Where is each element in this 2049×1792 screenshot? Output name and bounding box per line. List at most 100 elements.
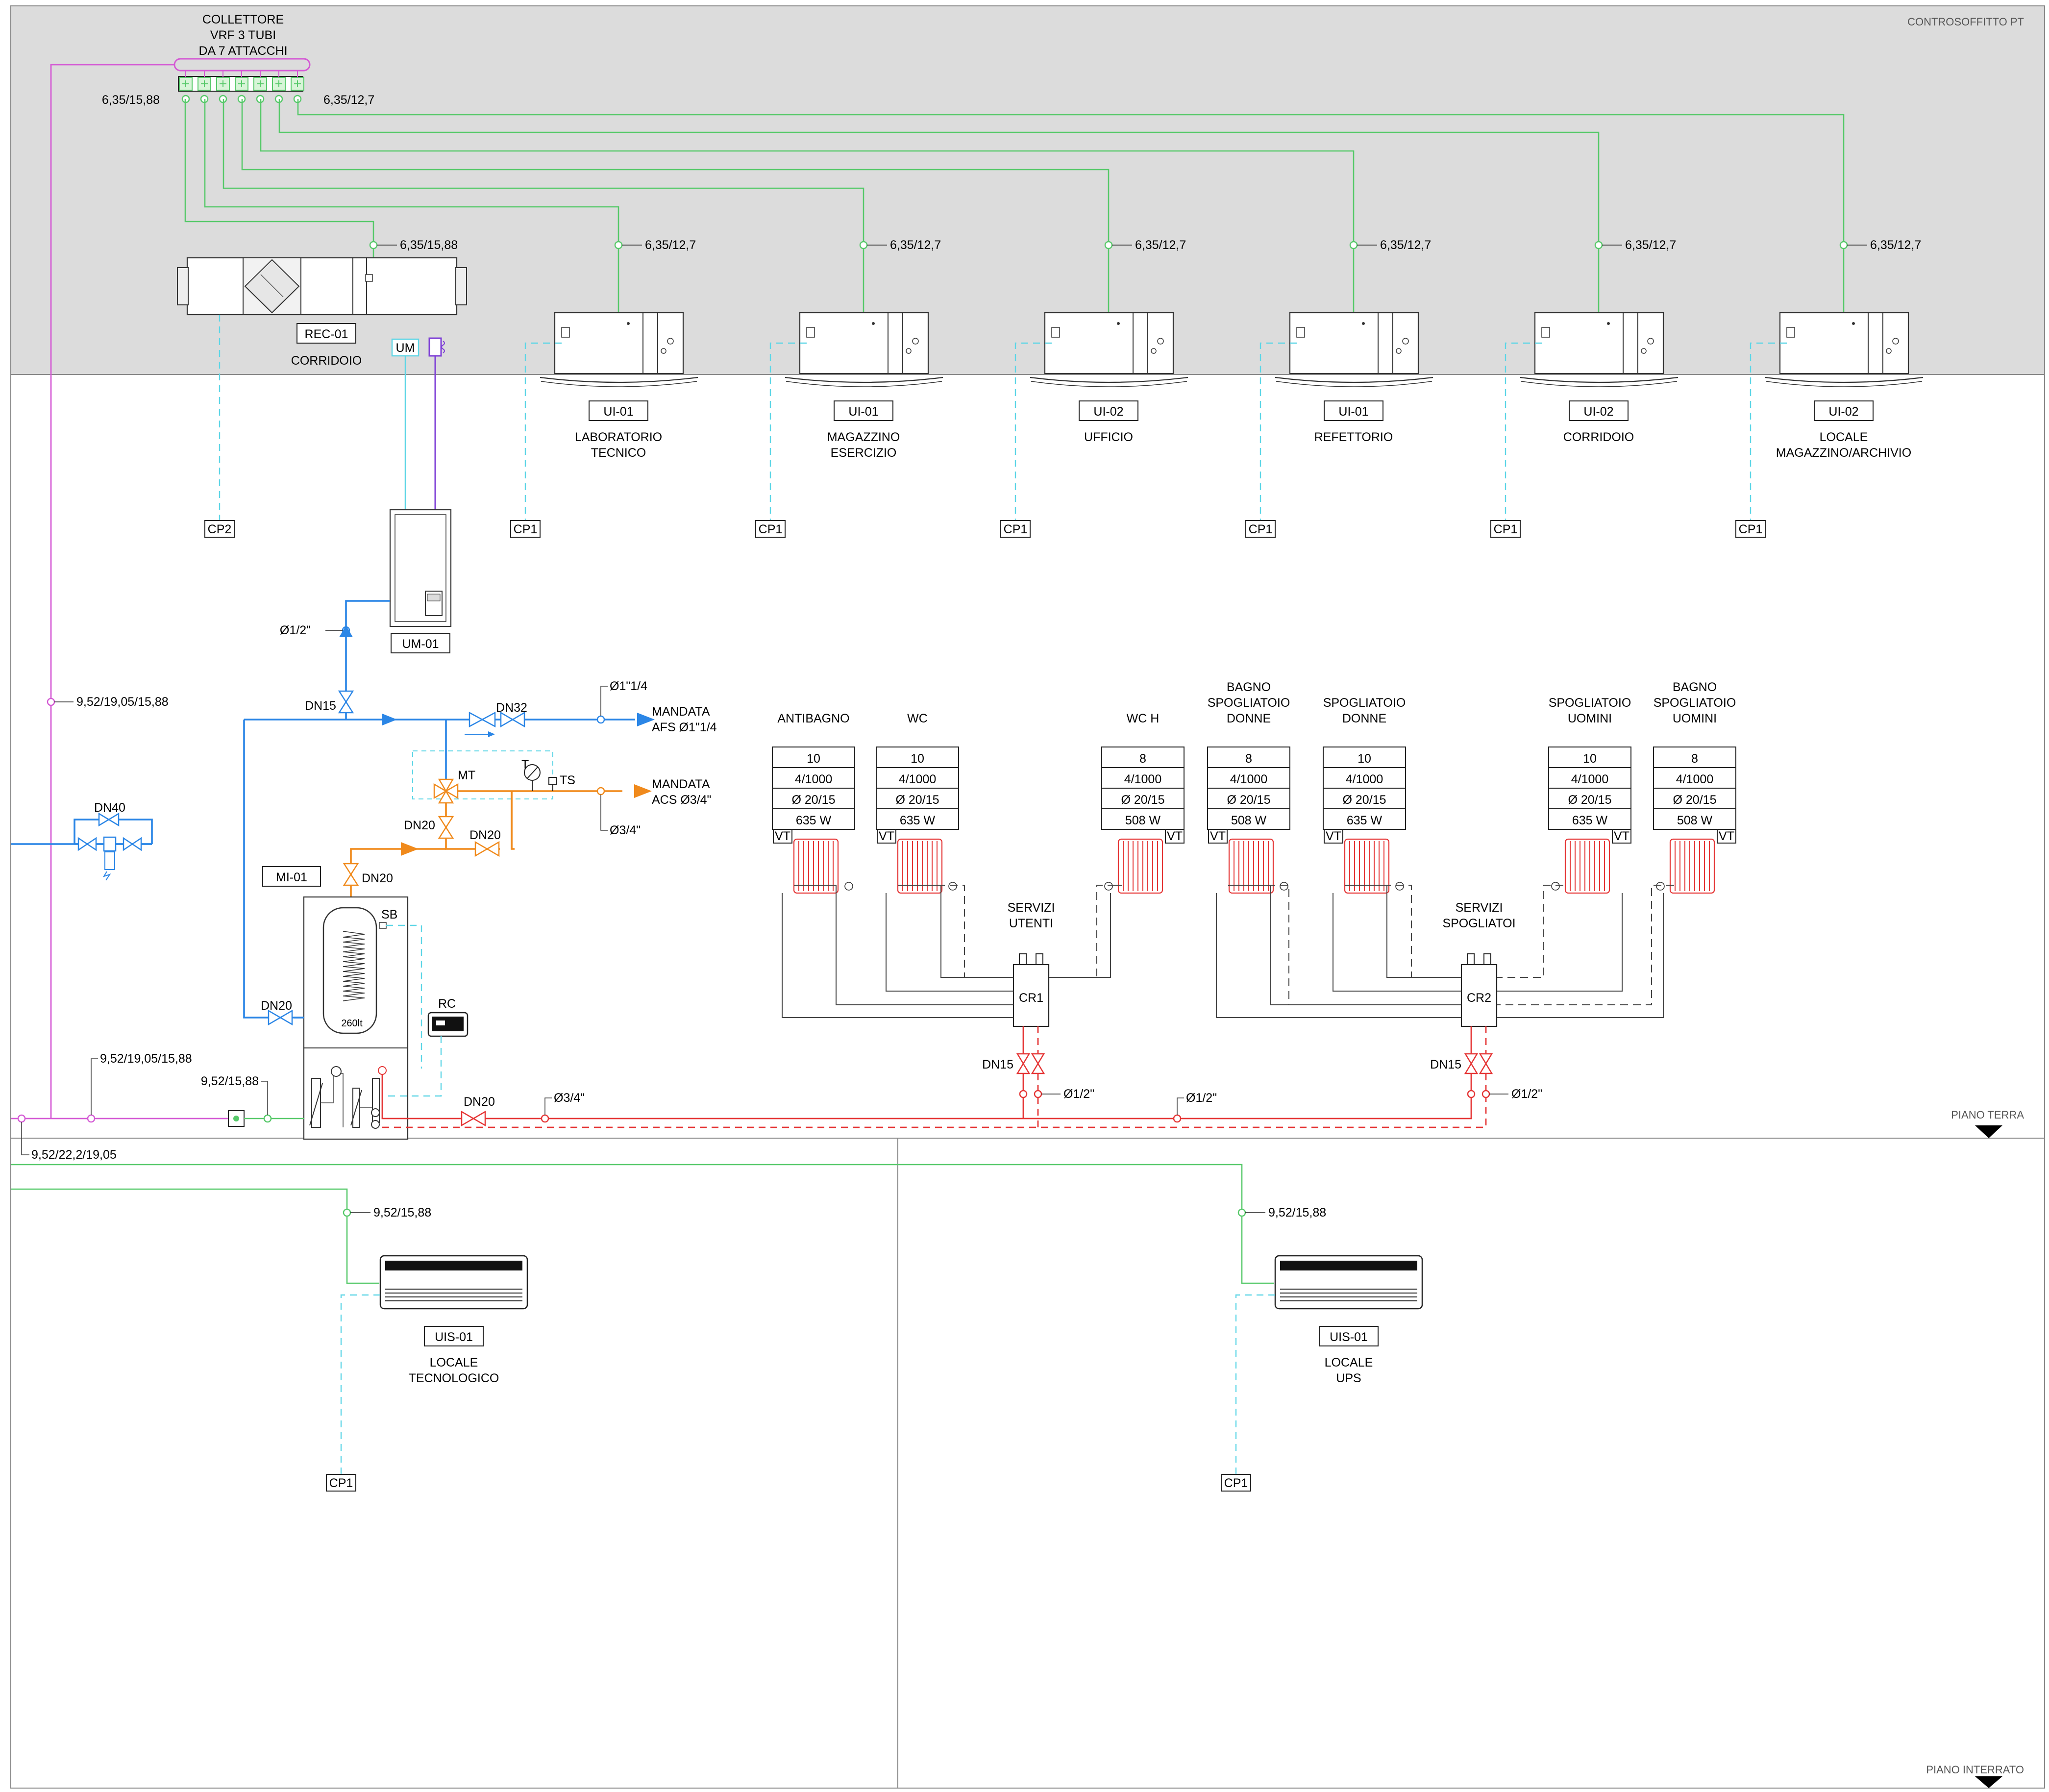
dn40-label: DN40	[94, 801, 125, 815]
radiator-valve-tag: VT	[1614, 829, 1629, 843]
radiator-value: 10	[911, 752, 924, 766]
radiator-room: SPOGLIATOIO	[1549, 696, 1631, 710]
dn20-hot-c: DN20	[362, 871, 393, 885]
level-marker-interrato	[1975, 1776, 2002, 1788]
radiator-room: BAGNO	[1673, 680, 1717, 694]
heatpump-tag: MI-01	[276, 871, 307, 884]
rec-pipe-label: 6,35/15,88	[400, 238, 458, 252]
radiator-value: 508 W	[1677, 814, 1713, 827]
basement-unit-tag: UIS-01	[435, 1330, 473, 1344]
radiator-room: BAGNO	[1227, 680, 1271, 694]
indoor-unit-tag: UI-01	[603, 405, 633, 419]
sheet-frame	[10, 5, 2045, 1789]
dn20-hot-a: DN20	[404, 819, 435, 832]
cold-water-system: DN15 DN32 Ø1"1/4 MANDATA AFS Ø1"1/4 DN40	[11, 657, 717, 1019]
indoor-unit-pipe: 6,35/12,7	[1870, 238, 1921, 252]
manifold-group-label: UTENTI	[1009, 917, 1053, 930]
basement-unit-condensate: CP1	[329, 1476, 353, 1490]
radiator-value: 10	[1358, 752, 1371, 766]
indoor-unit-tag: UI-01	[1338, 405, 1368, 419]
radiator-room: SPOGLIATOIO	[1654, 696, 1736, 710]
indoor-unit-room: UFFICIO	[1084, 430, 1133, 444]
indoor-unit-room: REFETTORIO	[1314, 430, 1393, 444]
humidifier-tag: UM-01	[402, 637, 439, 651]
radiator-value: 635 W	[796, 814, 832, 827]
ref-line-ui6	[297, 99, 1845, 313]
indoor-unit-room: ESERCIZIO	[831, 446, 897, 460]
basement-unit-pipe: 9,52/15,88	[373, 1206, 431, 1220]
manifold-group-label: SPOGLIATOI	[1442, 917, 1515, 930]
radiator-value: Ø 20/15	[1227, 793, 1271, 807]
ceiling-zone	[10, 5, 2045, 375]
main-heating-pipe-label: Ø1/2"	[1186, 1091, 1217, 1105]
basement-unit-room: UPS	[1336, 1371, 1361, 1385]
zone-label-piano-interrato: PIANO INTERRATO	[1926, 1764, 2024, 1776]
heat-pump-mi01: MI-01 260lt SB RC 9,52/15,88	[201, 866, 469, 1140]
thermometer-label: T	[521, 758, 529, 772]
indoor-unit-room: LOCALE	[1820, 430, 1868, 444]
basement-unit-room: TECNOLOGICO	[409, 1371, 499, 1385]
ref-line-ui1	[204, 99, 619, 313]
radiator-room: UOMINI	[1673, 712, 1717, 725]
radiator-value: 8	[1691, 752, 1698, 766]
indoor-unit-tag: UI-02	[1093, 405, 1123, 419]
basement-unit-pipe: 9,52/15,88	[1268, 1206, 1326, 1220]
indoor-unit-condensate: CP1	[1739, 523, 1763, 536]
radiator-value: 4/1000	[1676, 772, 1713, 786]
radiator-value: Ø 20/15	[896, 793, 939, 807]
indoor-unit-condensate: CP1	[1494, 523, 1518, 536]
indoor-unit-pipe: 6,35/12,7	[1625, 238, 1676, 252]
humidity-sensor-label: UM	[396, 341, 415, 355]
manifold-valve: DN15	[982, 1058, 1013, 1071]
radiator-value: 635 W	[1347, 814, 1382, 827]
radiator-value: 8	[1139, 752, 1146, 766]
collector-pipe-left: 6,35/15,88	[102, 93, 160, 107]
indoor-unit-room: CORRIDOIO	[1563, 430, 1634, 444]
ref-line-ui2	[222, 99, 864, 313]
basement-unit-condensate: CP1	[1224, 1476, 1248, 1490]
indoor-unit-pipe: 6,35/12,7	[890, 238, 941, 252]
radiator-valve-tag: VT	[1210, 829, 1226, 843]
rec-tag: REC-01	[305, 327, 348, 341]
indoor-unit-tag: UI-02	[1583, 405, 1613, 419]
level-marker-terra	[1975, 1125, 2002, 1138]
radiator-room: DONNE	[1342, 712, 1386, 725]
radiator-valve-tag: VT	[879, 829, 894, 843]
gas-pipe-label-1: 9,52/19,05/15,88	[76, 695, 169, 709]
basement-ref-line-1	[11, 1188, 379, 1284]
radiator-room: SPOGLIATOIO	[1208, 696, 1290, 710]
radiator-value: Ø 20/15	[792, 793, 836, 807]
radiator-valve-tag: VT	[1719, 829, 1734, 843]
radiator-room: DONNE	[1227, 712, 1271, 725]
indoor-unit-room: MAGAZZINO	[827, 430, 900, 444]
radiator-value: 4/1000	[1230, 772, 1267, 786]
indoor-unit-condensate: CP1	[1004, 523, 1028, 536]
indoor-unit-pipe: 6,35/12,7	[1380, 238, 1431, 252]
collector-port	[197, 77, 211, 91]
ref-line-ui5	[278, 99, 1600, 313]
indoor-unit-pipe: 6,35/12,7	[645, 238, 696, 252]
radiator-valve-tag: VT	[775, 829, 790, 843]
afs-pipe-label: Ø1"1/4	[610, 679, 647, 693]
gas-pipe-label-4: 9,52/22,2/19,05	[31, 1148, 117, 1162]
heating-distribution: DN20 Ø3/4" Ø1/2" DN20	[261, 999, 1487, 1128]
tank-capacity: 260lt	[341, 1018, 363, 1029]
radiator-value: 10	[807, 752, 820, 766]
radiator-value: 4/1000	[899, 772, 936, 786]
indoor-unit-tag: UI-01	[848, 405, 878, 419]
radiator-room: WC	[907, 712, 928, 725]
radiator-room: ANTIBAGNO	[777, 712, 849, 725]
indoor-unit-condensate: CP1	[1249, 523, 1273, 536]
